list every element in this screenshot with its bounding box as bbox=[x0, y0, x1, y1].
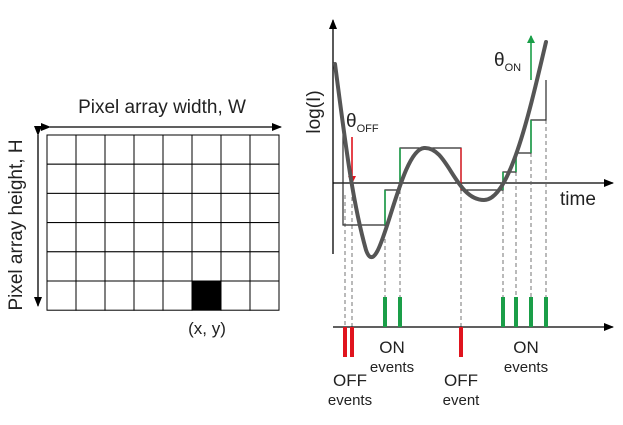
pixel-cell bbox=[220, 222, 251, 253]
pixel-cell bbox=[220, 192, 251, 224]
pixel-cell bbox=[220, 163, 251, 194]
pixel-cell bbox=[191, 251, 222, 282]
pixel-cell bbox=[191, 222, 222, 253]
pixel-cell bbox=[46, 192, 77, 224]
on-events-1-label-line2: events bbox=[370, 359, 414, 376]
pixel-cell bbox=[46, 134, 77, 165]
pixel-cell bbox=[133, 222, 164, 253]
pixel-cell bbox=[249, 134, 280, 165]
pixel-coordinate-label: (x, y) bbox=[188, 319, 226, 338]
pixel-cell bbox=[46, 251, 77, 282]
pixel-cell bbox=[104, 163, 135, 194]
pixel-cell bbox=[104, 251, 135, 282]
pixel-cell bbox=[133, 251, 164, 282]
pixel-cell bbox=[104, 280, 135, 311]
x-axis-label: time bbox=[560, 189, 596, 210]
theta-off-label: θOFF bbox=[346, 111, 379, 135]
highlighted-pixel bbox=[191, 280, 222, 311]
pixel-cell bbox=[46, 222, 77, 253]
on-event-marker bbox=[501, 297, 505, 327]
pixel-cell bbox=[162, 251, 193, 282]
off-event-label-line2: event bbox=[443, 392, 481, 409]
off-event-marker bbox=[350, 327, 354, 357]
off-event-marker bbox=[343, 327, 347, 357]
on-events-2-label-line1: ON bbox=[513, 338, 539, 357]
on-event-marker bbox=[529, 297, 533, 327]
pixel-cell bbox=[162, 280, 193, 311]
pixel-cell bbox=[133, 134, 164, 165]
y-axis-label: log(I) bbox=[304, 90, 325, 133]
log-intensity-plot: log(I) time θOFF θON OFF events ON even bbox=[304, 19, 614, 409]
pixel-cell bbox=[249, 251, 280, 282]
pixel-cell bbox=[191, 134, 222, 165]
pixel-cell bbox=[133, 192, 164, 224]
pixel-cell bbox=[220, 280, 251, 311]
on-event-marker bbox=[398, 297, 402, 327]
pixel-cell bbox=[220, 134, 251, 165]
off-events-label-line2: events bbox=[328, 392, 372, 409]
pixel-cell bbox=[75, 192, 106, 224]
pixel-cell bbox=[46, 280, 77, 311]
pixel-cell bbox=[162, 134, 193, 165]
pixel-cell bbox=[75, 280, 106, 311]
pixel-cell bbox=[46, 163, 77, 194]
pixel-cell bbox=[249, 163, 280, 194]
pixel-cell bbox=[104, 222, 135, 253]
pixel-cell bbox=[104, 134, 135, 165]
on-event-marker bbox=[514, 297, 518, 327]
pixel-cell bbox=[162, 192, 193, 224]
off-event-label-line1: OFF bbox=[444, 371, 478, 390]
on-event-marker bbox=[544, 297, 548, 327]
off-event-marker bbox=[459, 327, 463, 357]
pixel-cell bbox=[75, 251, 106, 282]
pixel-cell bbox=[162, 163, 193, 194]
pixel-cell bbox=[162, 222, 193, 253]
pixel-cell bbox=[75, 222, 106, 253]
pixel-cell bbox=[133, 163, 164, 194]
pixel-array-width-label: Pixel array width, W bbox=[78, 97, 246, 118]
log-intensity-curve bbox=[333, 40, 548, 260]
on-event-marker bbox=[383, 297, 387, 327]
pixel-array-height-label: Pixel array height, H bbox=[6, 139, 27, 310]
pixel-cell bbox=[249, 222, 280, 253]
pixel-cell bbox=[75, 134, 106, 165]
pixel-cell bbox=[104, 192, 135, 224]
pixel-cell bbox=[191, 192, 222, 224]
pixel-cell bbox=[191, 163, 222, 194]
pixel-cell bbox=[220, 251, 251, 282]
event-markers bbox=[343, 297, 548, 357]
pixel-cell bbox=[249, 280, 280, 311]
pixel-grid bbox=[46, 134, 280, 311]
pixel-cell bbox=[249, 192, 280, 224]
off-events-label-line1: OFF bbox=[333, 371, 367, 390]
on-events-1-label-line1: ON bbox=[379, 338, 405, 357]
pixel-array-panel: Pixel array width, W Pixel array height,… bbox=[6, 97, 282, 338]
pixel-cell bbox=[75, 163, 106, 194]
theta-on-label: θON bbox=[494, 50, 521, 74]
pixel-cell bbox=[133, 280, 164, 311]
on-events-2-label-line2: events bbox=[504, 359, 548, 376]
